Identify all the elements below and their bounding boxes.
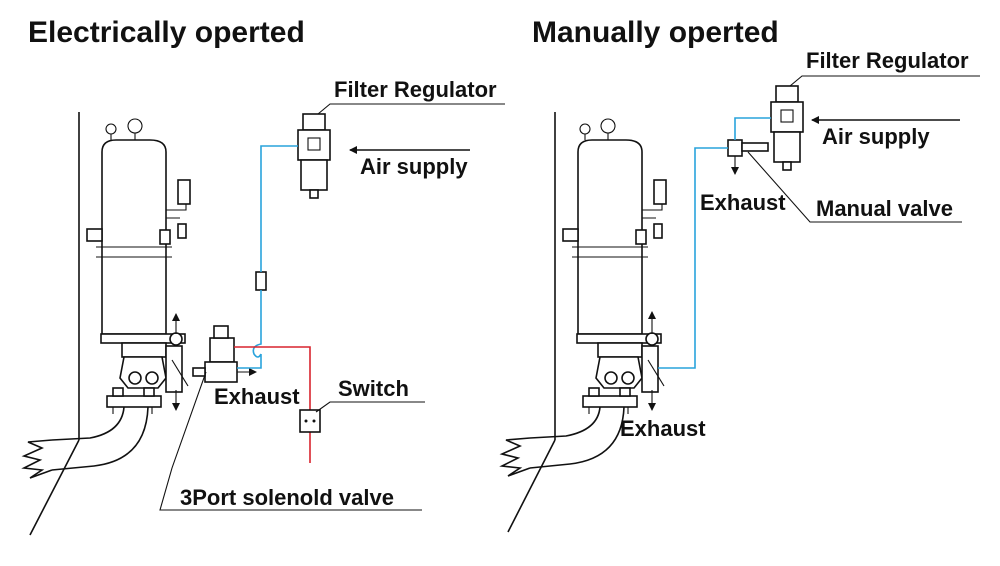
filter-regulator-icon bbox=[297, 113, 331, 199]
air-line-left bbox=[237, 145, 298, 369]
exhaust-valve-label: Exhaust bbox=[700, 190, 786, 215]
filter-regulator-label: Filter Regulator bbox=[334, 77, 497, 102]
manual-valve-icon bbox=[727, 139, 769, 175]
inline-filter-icon bbox=[255, 271, 267, 291]
manually-operated-panel: Manually operted bbox=[499, 16, 980, 533]
manually-operated-title: Manually operted bbox=[532, 16, 779, 49]
exhaust-label: Exhaust bbox=[214, 384, 300, 409]
air-supply-label: Air supply bbox=[360, 154, 468, 179]
valve-body bbox=[499, 332, 665, 477]
air-line-right bbox=[658, 117, 771, 369]
switch-label: Switch bbox=[338, 376, 409, 401]
electrically-operated-panel: Electrically operted bbox=[21, 16, 505, 536]
wall-line-bottom bbox=[507, 439, 556, 533]
solenoid-valve-icon bbox=[192, 325, 257, 383]
air-supply-label: Air supply bbox=[822, 124, 930, 149]
electrically-operated-title: Electrically operted bbox=[28, 16, 305, 49]
actuator-tank bbox=[86, 118, 191, 335]
valve-body bbox=[21, 332, 189, 479]
switch-icon bbox=[299, 409, 321, 433]
filter-regulator-icon bbox=[770, 85, 804, 171]
manual-valve-label: Manual valve bbox=[816, 196, 953, 221]
actuator-tank bbox=[562, 118, 667, 335]
wall-line-bottom bbox=[29, 439, 80, 536]
filter-regulator-label: Filter Regulator bbox=[806, 48, 969, 73]
exhaust-bottom-label: Exhaust bbox=[620, 416, 706, 441]
solenoid-valve-label: 3Port solenold valve bbox=[180, 485, 394, 510]
